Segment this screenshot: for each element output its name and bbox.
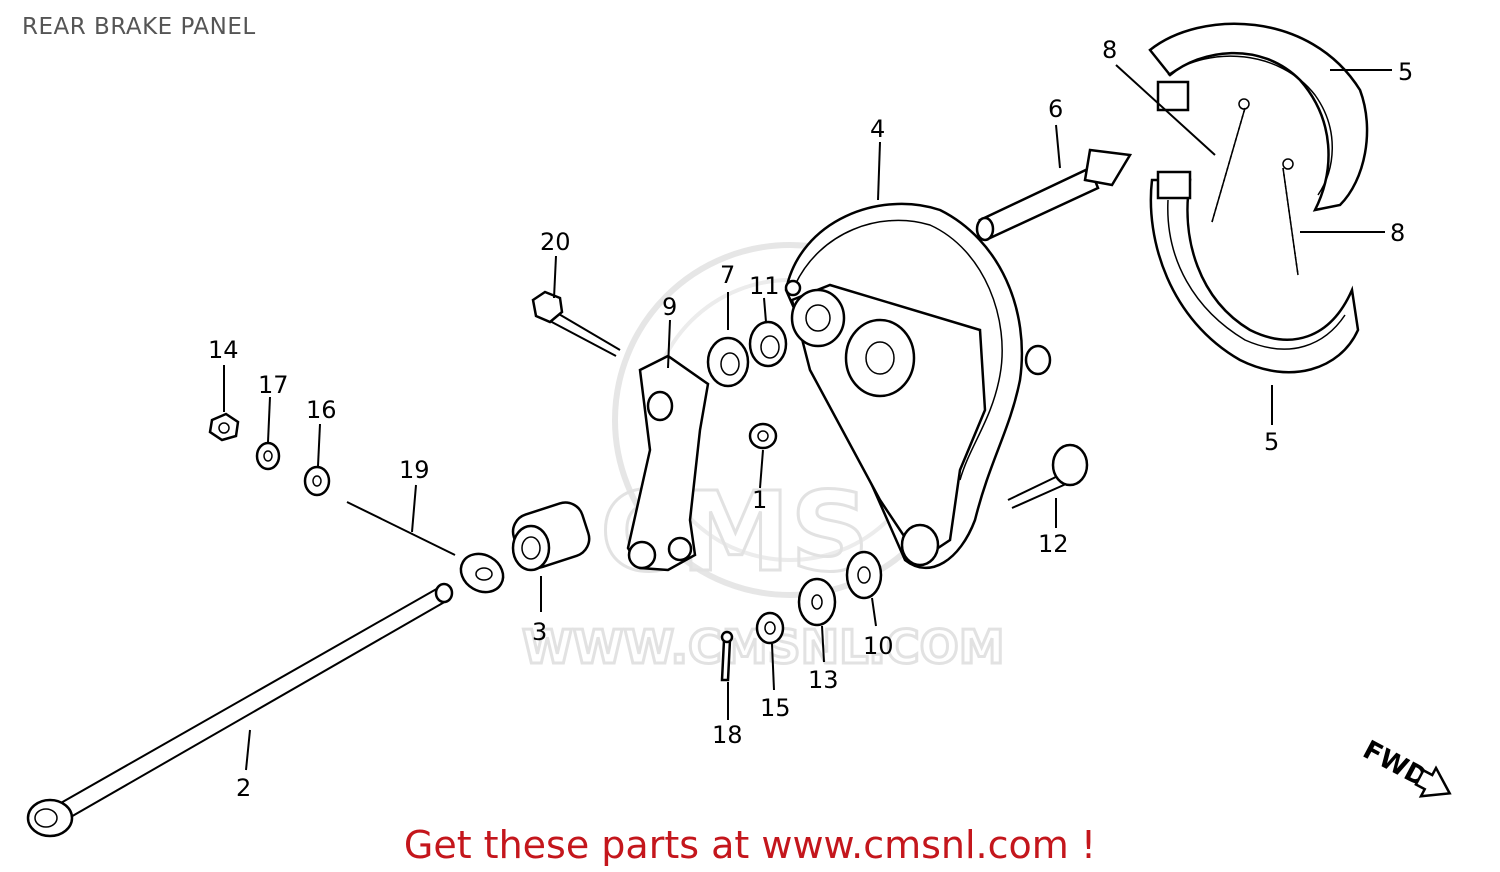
fwd-arrow: FWD — [1358, 735, 1452, 798]
part-washer-10 — [845, 550, 883, 600]
callout-13: 13 — [808, 666, 839, 694]
callout-8-lower: 8 — [1390, 219, 1405, 247]
part-brake-shoe-lower — [1149, 170, 1360, 374]
part-brake-shoe-upper — [1148, 22, 1369, 212]
callout-4: 4 — [870, 115, 885, 143]
callout-15: 15 — [760, 694, 791, 722]
callout-5-upper: 5 — [1398, 58, 1413, 86]
callout-5-lower: 5 — [1264, 428, 1279, 456]
callout-7: 7 — [720, 261, 735, 289]
callouts: 1 2 3 4 5 5 6 7 8 8 9 10 11 12 13 14 15 … — [208, 36, 1413, 802]
part-nut-14 — [208, 412, 240, 442]
part-brake-panel — [784, 202, 1052, 570]
part-nut-1 — [748, 422, 778, 450]
part-cam — [975, 148, 1133, 242]
part-brake-arm — [626, 354, 710, 572]
part-washer-17 — [255, 441, 281, 471]
callout-1: 1 — [752, 486, 767, 514]
part-spring-upper — [1211, 98, 1250, 223]
callout-2: 2 — [236, 774, 251, 802]
part-seal — [748, 320, 788, 368]
callout-20: 20 — [540, 228, 571, 256]
part-spring-lower — [1282, 158, 1299, 276]
callout-19: 19 — [399, 456, 430, 484]
part-stud — [1007, 443, 1089, 509]
part-nut-15 — [755, 611, 785, 645]
part-indicator-plate — [706, 336, 750, 388]
part-bolt-20 — [531, 290, 621, 357]
callout-12: 12 — [1038, 530, 1069, 558]
callout-3: 3 — [532, 618, 547, 646]
callout-8-upper: 8 — [1102, 36, 1117, 64]
leader-lines — [223, 64, 1392, 771]
footer-promo[interactable]: Get these parts at www.cmsnl.com ! — [403, 823, 1097, 867]
callout-10: 10 — [863, 632, 894, 660]
callout-11: 11 — [749, 272, 780, 300]
part-cotter-pin — [720, 630, 734, 682]
callout-6: 6 — [1048, 95, 1063, 123]
part-washer-13 — [797, 577, 837, 627]
part-washer-16 — [303, 465, 331, 497]
callout-18: 18 — [712, 721, 743, 749]
part-axle — [26, 582, 454, 838]
callout-14: 14 — [208, 336, 239, 364]
page-title: REAR BRAKE PANEL — [22, 14, 256, 40]
part-collar — [511, 501, 591, 572]
callout-16: 16 — [306, 396, 337, 424]
callout-17: 17 — [258, 371, 289, 399]
part-rod — [346, 501, 505, 594]
callout-9: 9 — [662, 293, 677, 321]
